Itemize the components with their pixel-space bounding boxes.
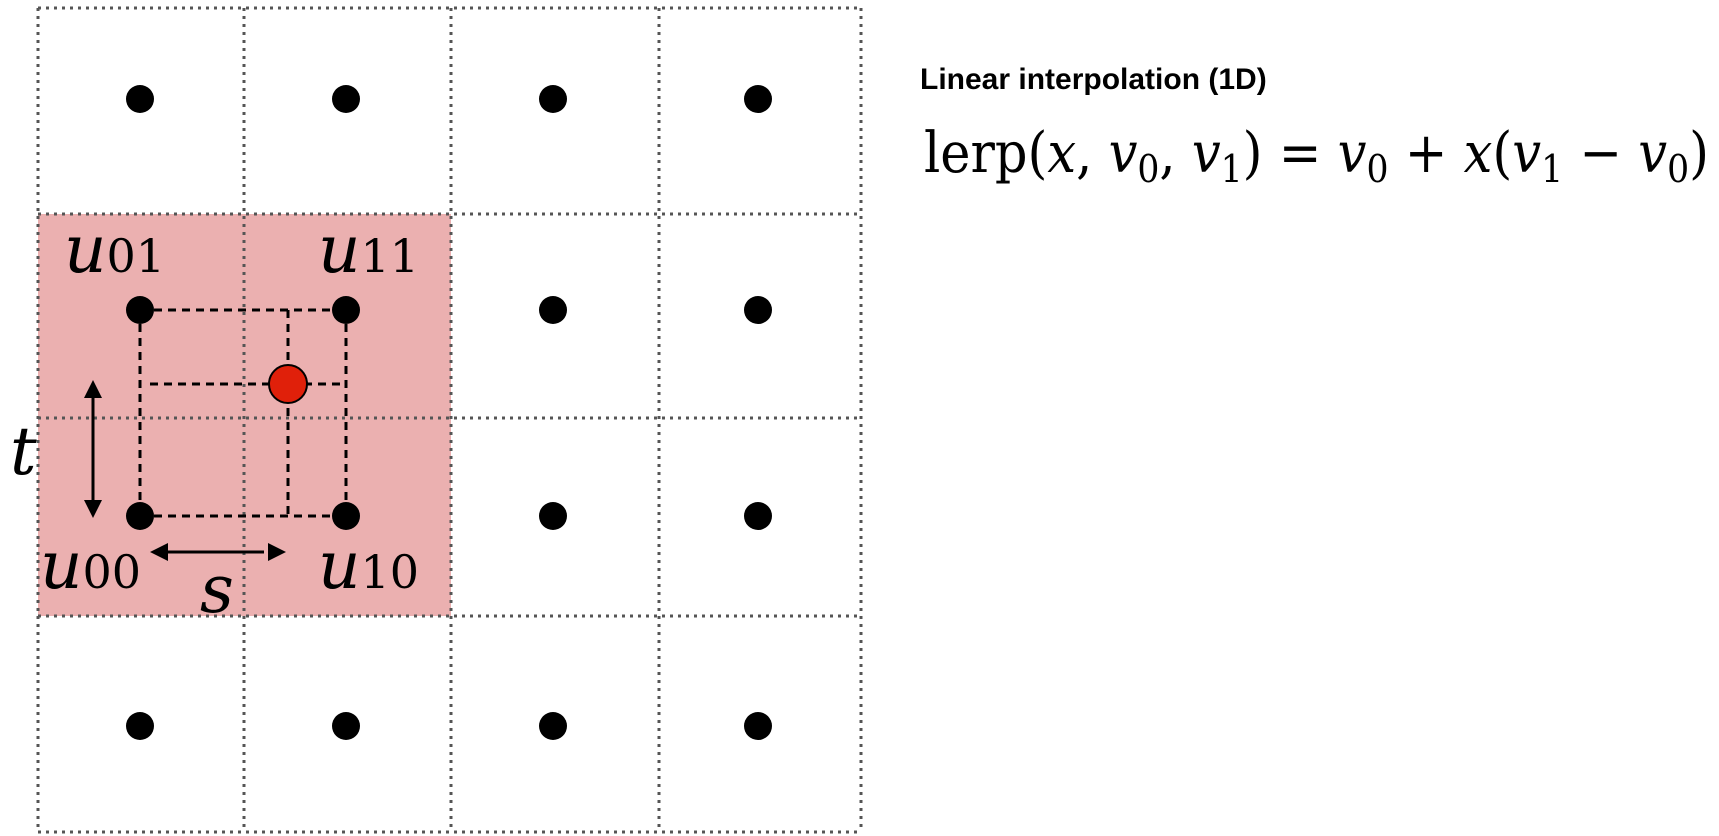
grid-points: [126, 85, 772, 740]
label-u11: u11: [318, 211, 419, 288]
lerp-formula: lerp(x, v0, v1) = v0 + x(v1 − v0): [924, 121, 1709, 191]
t-arrow-head-top: [84, 380, 102, 398]
sample-point: [268, 364, 308, 404]
s-arrow-head-right: [268, 543, 286, 561]
label-t: t: [10, 413, 37, 490]
label-u10: u10: [318, 527, 419, 604]
grid-point: [539, 296, 567, 324]
section-heading: Linear interpolation (1D): [920, 63, 1267, 96]
grid-point-u00: [126, 502, 154, 530]
grid-point: [744, 296, 772, 324]
grid-point: [126, 85, 154, 113]
grid-point: [126, 712, 154, 740]
grid-point: [539, 502, 567, 530]
s-arrow-head-left: [150, 543, 168, 561]
grid-point-u01: [126, 296, 154, 324]
t-arrow-head-bottom: [84, 500, 102, 518]
grid-point: [744, 85, 772, 113]
s-arrow: [150, 543, 286, 561]
grid-point: [332, 712, 360, 740]
label-u01: u01: [64, 211, 165, 288]
formula-function-name: lerp: [924, 121, 1027, 186]
grid-point-u11: [332, 296, 360, 324]
grid-point-u10: [332, 502, 360, 530]
grid-point: [539, 712, 567, 740]
interpolation-guide-lines: [138, 308, 348, 518]
grid-point: [539, 85, 567, 113]
label-s: s: [200, 551, 234, 628]
t-arrow: [84, 380, 102, 518]
grid-lines: [36, 6, 863, 834]
grid-point: [332, 85, 360, 113]
grid-point: [744, 712, 772, 740]
label-u00: u00: [40, 527, 141, 604]
grid-point: [744, 502, 772, 530]
